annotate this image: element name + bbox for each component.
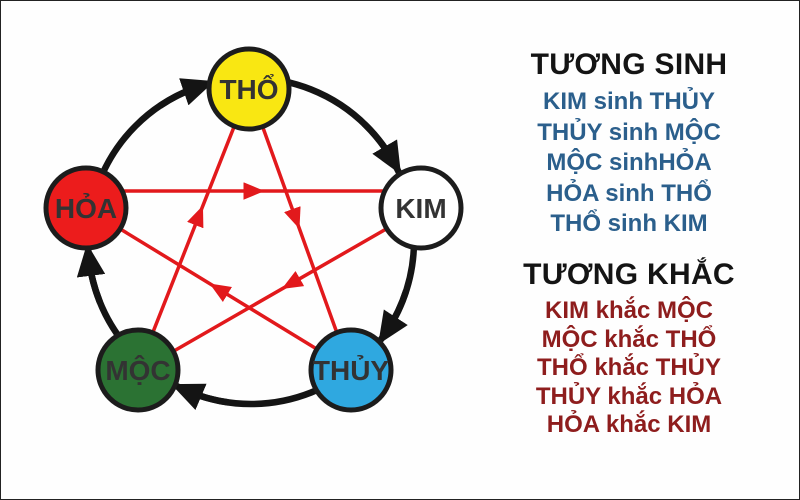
khac-rule: THỦY khắc HỎA xyxy=(535,382,723,410)
overcoming-arrow-tho-to-thuy xyxy=(260,126,339,332)
khac-rule: HỎA khắc KIM xyxy=(546,411,712,439)
node-hoa: HỎA xyxy=(43,165,129,251)
sinh-rule: KIM sinh THỦY xyxy=(543,88,715,115)
sinh-rule: THỦY sinh MỘC xyxy=(537,118,721,146)
khac-rule: MỘC khắc THỔ xyxy=(541,325,717,353)
tuong-sinh-title: TƯƠNG SINH xyxy=(530,48,728,81)
node-tho-label: THỔ xyxy=(219,74,278,105)
generation-arrow-tho-to-kim xyxy=(361,121,402,175)
node-moc-label: MỘC xyxy=(105,354,170,386)
node-moc: MỘC xyxy=(95,327,181,413)
tuong-khac-list: KIM khắc MỘC MỘC khắc THỔ THỔ khắc THỦY … xyxy=(479,297,779,440)
overcoming-arrow-moc-to-tho xyxy=(151,125,236,334)
tuong-sinh-list: KIM sinh THỦY THỦY sinh MỘC MỘC sinhHỎA … xyxy=(479,87,779,240)
generation-arrow-hoa-to-tho xyxy=(158,78,215,109)
node-kim-circle xyxy=(378,165,464,251)
node-tho: THỔ xyxy=(206,46,292,132)
generation-arrow-thuy-to-moc xyxy=(171,383,229,411)
generation-arrow-kim-to-thuy xyxy=(378,290,410,345)
khac-rule: KIM khắc MỘC xyxy=(544,296,714,324)
node-hoa-label: HỎA xyxy=(55,192,117,224)
five-elements-diagram: THỔ KIM THỦY MỘC HỎA xyxy=(43,46,464,413)
generation-arrow-moc-to-hoa xyxy=(76,243,106,304)
node-thuy-label: THỦY xyxy=(313,354,390,386)
overcoming-arrow-thuy-to-hoa xyxy=(119,227,318,351)
node-hoa-circle xyxy=(43,165,129,251)
sinh-rule: MỘC sinhHỎA xyxy=(546,149,712,177)
sinh-rule: HỎA sinh THỔ xyxy=(546,179,712,207)
node-moc-circle xyxy=(95,327,181,413)
sinh-rule: THỔ sinh KIM xyxy=(550,210,708,238)
node-thuy: THỦY xyxy=(308,327,394,413)
tuong-khac-title: TƯƠNG KHẮC xyxy=(523,257,735,291)
node-tho-circle xyxy=(206,46,292,132)
node-kim-label: KIM xyxy=(395,193,446,224)
khac-rule: THỔ khắc THỦY xyxy=(536,354,722,382)
node-kim: KIM xyxy=(378,165,464,251)
node-thuy-circle xyxy=(308,327,394,413)
overcoming-arrow-kim-to-moc xyxy=(172,227,388,353)
rules-panel: TƯƠNG SINH KIM sinh THỦY THỦY sinh MỘC M… xyxy=(479,47,779,440)
